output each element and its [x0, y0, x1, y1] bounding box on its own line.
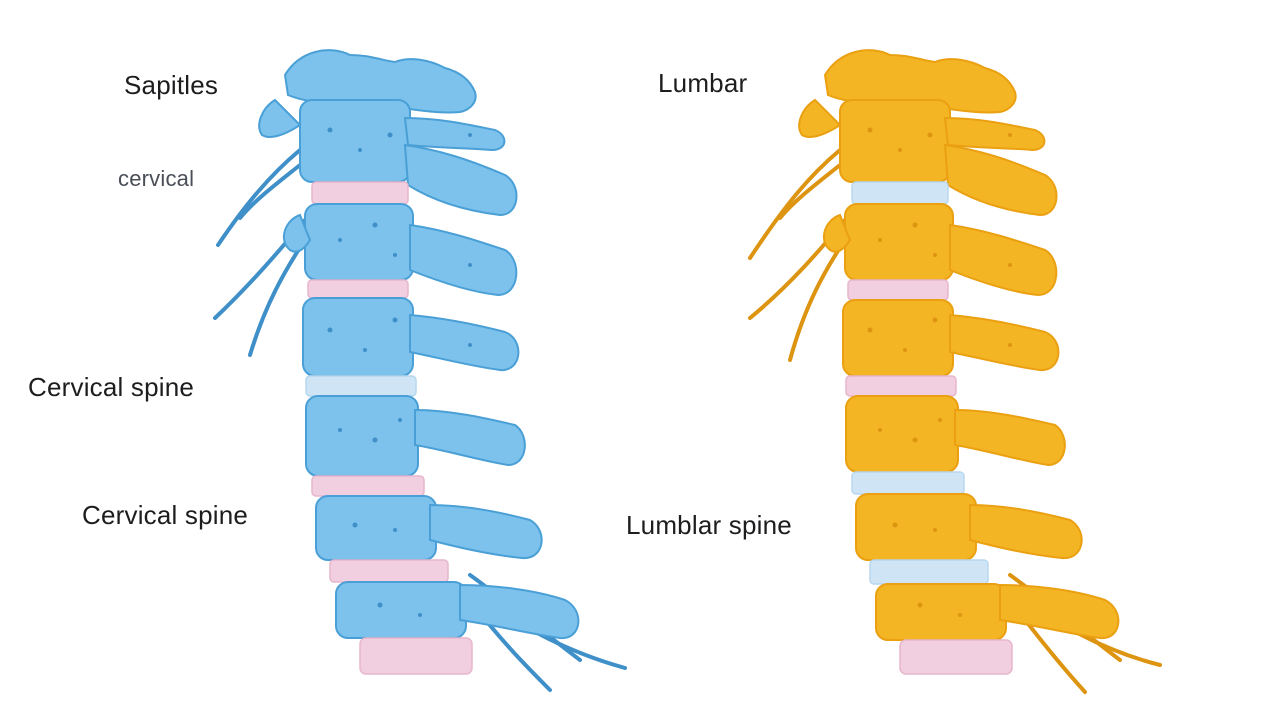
- vertebra-orange-2: [822, 203, 1058, 297]
- label-cervical-spine-lower: Cervical spine: [82, 500, 249, 530]
- vertebra-blue-2: [282, 203, 518, 297]
- label-lumbar: Lumbar: [658, 68, 748, 98]
- vertebra-blue-4: [305, 395, 526, 477]
- vertebra-blue-1: [258, 98, 518, 217]
- bone-texture-blue: [327, 127, 472, 617]
- label-cervical-small: cervical: [118, 166, 195, 191]
- vertebra-orange-6: [875, 583, 1120, 641]
- bone-texture-orange: [867, 127, 1012, 617]
- label-sapitles: Sapitles: [124, 70, 219, 100]
- label-cervical-spine-upper: Cervical spine: [28, 372, 195, 402]
- vertebra-blue-3: [302, 297, 520, 377]
- lumbar-spine-illustration: [748, 49, 1162, 694]
- vertebra-orange-5: [855, 493, 1083, 561]
- vertebra-blue-6: [335, 581, 580, 640]
- label-lumblar-spine: Lumblar spine: [626, 510, 792, 540]
- cervical-spine-illustration: [213, 49, 627, 692]
- vertebra-orange-4: [845, 395, 1066, 473]
- vertebra-orange-3: [842, 299, 1060, 377]
- vertebra-orange-1: [798, 98, 1058, 217]
- vertebra-blue-5: [315, 495, 543, 561]
